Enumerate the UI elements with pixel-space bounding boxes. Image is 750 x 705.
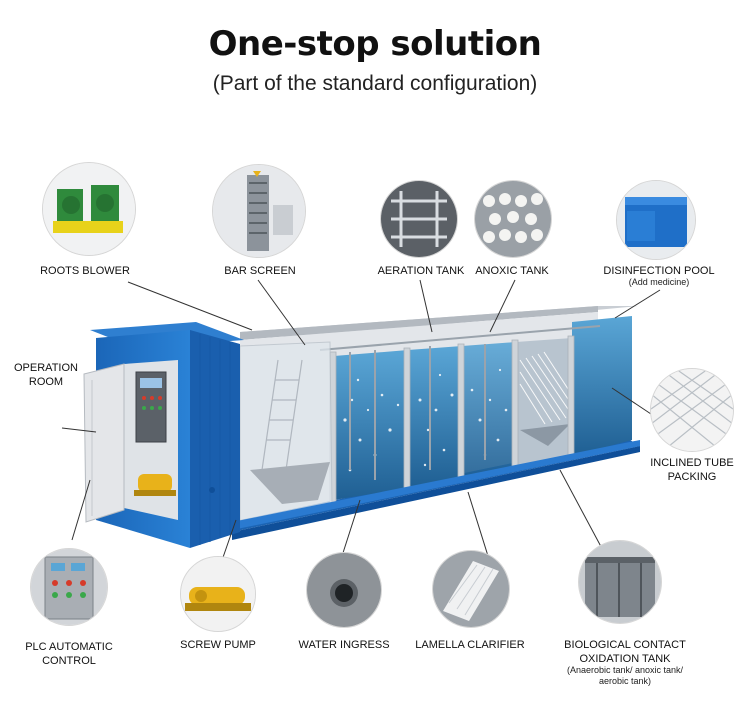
page-subtitle: (Part of the standard configuration) (212, 72, 538, 95)
label-plc-line2: CONTROL (42, 655, 96, 667)
disinfection-pool-photo (616, 180, 696, 260)
biological-contact-tank-photo (578, 540, 662, 624)
label-roots-blower: ROOTS BLOWER (40, 265, 130, 277)
operation-room-side (190, 330, 240, 548)
label-aeration-tank: AERATION TANK (377, 265, 465, 277)
aeration-bubbles (343, 368, 508, 472)
disinfection-water (572, 316, 632, 456)
label-operation-room-line1: OPERATION (14, 362, 78, 374)
roots-blower-photo (42, 162, 136, 256)
anoxic-water (462, 342, 516, 478)
label-bio-contact-line2: OXIDATION TANK (579, 653, 671, 665)
anoxic-tank-photo (474, 180, 552, 258)
operation-room-door (83, 363, 125, 523)
label-bio-contact-line1: BIOLOGICAL CONTACT (564, 639, 686, 651)
bar-screen-photo (212, 164, 306, 258)
inclined-tube-packing-photo (650, 368, 734, 452)
lamella-plates (519, 351, 571, 425)
label-disinfection-note: (Add medicine) (628, 277, 690, 287)
label-plc-line1: PLC AUTOMATIC (25, 641, 113, 653)
lamella-clarifier-photo (432, 550, 510, 628)
label-operation-room-line2: ROOM (28, 376, 64, 388)
bar-screen-frame (261, 359, 303, 471)
label-inclined-tube-line1: INCLINED TUBE (650, 457, 734, 469)
label-disinfection-pool: DISINFECTION POOL (603, 265, 715, 277)
label-water-ingress: WATER INGRESS (298, 639, 390, 651)
aeration-water-1 (334, 350, 408, 500)
label-screw-pump: SCREW PUMP (180, 639, 256, 651)
screw-pump-photo (180, 556, 256, 632)
label-anoxic-tank: ANOXIC TANK (475, 265, 549, 277)
label-lamella-clarifier: LAMELLA CLARIFIER (415, 639, 525, 651)
label-bar-screen: BAR SCREEN (224, 265, 296, 277)
label-bio-note-line2: aerobic tank) (598, 676, 652, 686)
label-inclined-tube-line2: PACKING (667, 471, 717, 483)
water-ingress-photo (306, 552, 382, 628)
plc-control-photo (30, 548, 108, 626)
page-title: One-stop solution (208, 24, 542, 64)
label-bio-note-line1: (Anaerobic tank/ anoxic tank/ (566, 665, 684, 675)
aeration-tank-photo (380, 180, 458, 258)
aeration-water-2 (408, 346, 462, 488)
room-pump (138, 474, 172, 492)
